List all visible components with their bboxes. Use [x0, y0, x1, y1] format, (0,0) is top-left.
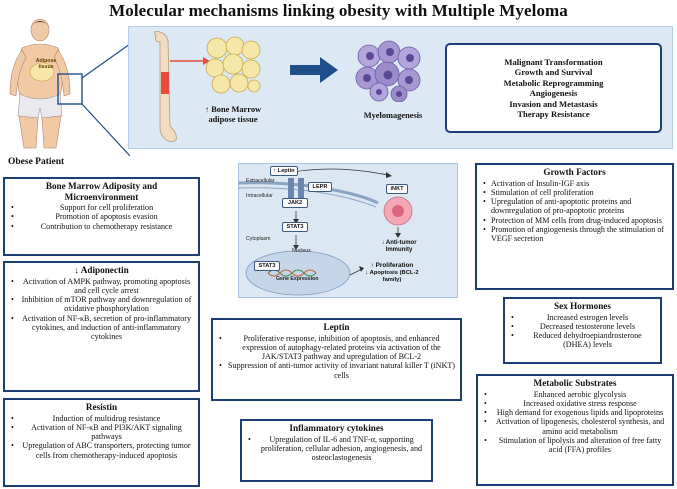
apoptosis-label: ↓ Apoptosis (BCL-2 family) — [365, 270, 419, 283]
box-title: Metabolic Substrates — [533, 378, 617, 388]
stat3-label: STAT3 — [282, 222, 308, 232]
box-title: Inflammatory cytokines — [289, 423, 384, 433]
list-item: Stimulation of lipolysis and alteration … — [484, 436, 668, 455]
list-item: Upregulation of anti-apoptotic proteins … — [483, 197, 668, 216]
inflammatory-cytokines-box: Inflammatory cytokines Upregulation of I… — [240, 419, 433, 482]
bone-marrow-caption: ↑ Bone Marrow adipose tissue — [204, 105, 262, 124]
box-title: Leptin — [323, 322, 350, 332]
obese-patient-label: Obese Patient — [8, 157, 65, 167]
list-item: Protection of MM cells from drug-induced… — [483, 216, 668, 226]
list-item: Stimulation of cell proliferation — [483, 188, 668, 198]
gene-expression-label: Gene Expression — [276, 276, 319, 282]
box-title: ↓ Adiponectin — [74, 265, 129, 275]
list-item: Activation of lipogenesis, cholesterol s… — [484, 417, 668, 436]
list-item: Decreased testosterone levels — [511, 322, 656, 332]
list-item: Upregulation of IL-6 and TNF-α, supporti… — [248, 435, 427, 463]
resistin-box: Resistin Induction of multidrug resistan… — [3, 398, 200, 487]
list-item: Enhanced aerobic glycolysis — [484, 390, 668, 400]
hallmark-item: Metabolic Reprogramming — [503, 77, 604, 88]
list-item: Activation of NF-κB, secretion of pro-in… — [11, 314, 194, 342]
hallmark-item: Angiogenesis — [529, 88, 578, 98]
list-item: Activation of NF-κB and PI3K/AKT signali… — [11, 423, 194, 442]
list-item: Promotion of angiogenesis through the st… — [483, 225, 668, 244]
cytoplasm-label: Cytoplasm — [246, 236, 271, 242]
metabolic-substrates-box: Metabolic Substrates Enhanced aerobic gl… — [476, 374, 674, 486]
lepr-label: LEPR — [308, 182, 332, 192]
obese-patient-illustration — [9, 18, 130, 156]
adiponectin-box: ↓ Adiponectin Activation of AMPK pathway… — [3, 261, 200, 392]
bm-adiposity-box: Bone Marrow Adiposity and Microenvironme… — [3, 177, 200, 256]
list-item: Reduced dehydroepiandrosterone (DHEA) le… — [511, 331, 656, 350]
femur-bone-illustration — [154, 31, 177, 142]
leptin-box: Leptin Proliferative response, inhibitio… — [211, 318, 462, 401]
box-title: Resistin — [85, 402, 118, 412]
hallmark-item: Therapy Resistance — [517, 109, 590, 119]
myelomagenesis-caption: Myelomagenesis — [363, 111, 423, 120]
proliferation-label: ↑ Proliferation — [370, 262, 414, 269]
big-arrow-icon — [290, 57, 338, 83]
hallmarks-box: Malignant Transformation Growth and Surv… — [445, 43, 662, 133]
sex-hormones-box: Sex Hormones Increased estrogen levels D… — [503, 297, 662, 364]
box-title: Sex Hormones — [554, 301, 611, 311]
list-item: Upregulation of ABC transporters, protec… — [11, 441, 194, 460]
hallmark-item: Growth and Survival — [514, 67, 593, 77]
hallmark-item: Malignant Transformation — [504, 56, 603, 67]
nucleus-label: Nucleus — [292, 248, 311, 254]
intracellular-label: Intracellular — [246, 193, 273, 199]
stat3-nucleus-label: STAT3 — [254, 261, 280, 271]
list-item: Contribution to chemotherapy resistance — [11, 222, 194, 232]
box-title: Bone Marrow Adiposity and Microenvironme… — [45, 181, 158, 202]
box-title: Growth Factors — [543, 167, 606, 177]
list-item: Proliferative response, inhibition of ap… — [219, 334, 456, 362]
figure-title: Molecular mechanisms linking obesity wit… — [109, 1, 568, 20]
list-item: Inhibition of mTOR pathway and downregul… — [11, 295, 194, 314]
list-item: Increased oxidative stress response — [484, 399, 668, 409]
leptin-label: ↑ Leptin — [270, 166, 298, 176]
list-item: High demand for exogenous lipids and lip… — [484, 408, 668, 418]
myeloma-cells-illustration — [355, 40, 421, 102]
list-item: Increased estrogen levels — [511, 313, 656, 323]
growth-factors-box: Growth Factors Activation of Insulin-IGF… — [475, 163, 674, 290]
extracellular-label: Extracellular — [246, 178, 275, 184]
list-item: Support for cell proliferation — [11, 203, 194, 213]
jak2-label: JAK2 — [282, 198, 308, 208]
list-item: Activation of Insulin-IGF axis — [483, 179, 668, 189]
antitumor-label: ↓ Anti-tumor Immunity — [381, 240, 417, 253]
list-item: Suppression of anti-tumor activity of in… — [219, 361, 456, 380]
list-item: Activation of AMPK pathway, promoting ap… — [11, 277, 194, 296]
list-item: Induction of multidrug resistance — [11, 414, 194, 424]
list-item: Promotion of apoptosis evasion — [11, 212, 194, 222]
hallmark-item: Invasion and Metastasis — [509, 98, 598, 109]
adipocyte-cluster-illustration — [205, 36, 261, 94]
inkt-label: iNKT — [386, 184, 408, 194]
adipose-tissue-label: Adipose tissue — [35, 58, 57, 70]
red-arrow-icon — [170, 57, 210, 65]
